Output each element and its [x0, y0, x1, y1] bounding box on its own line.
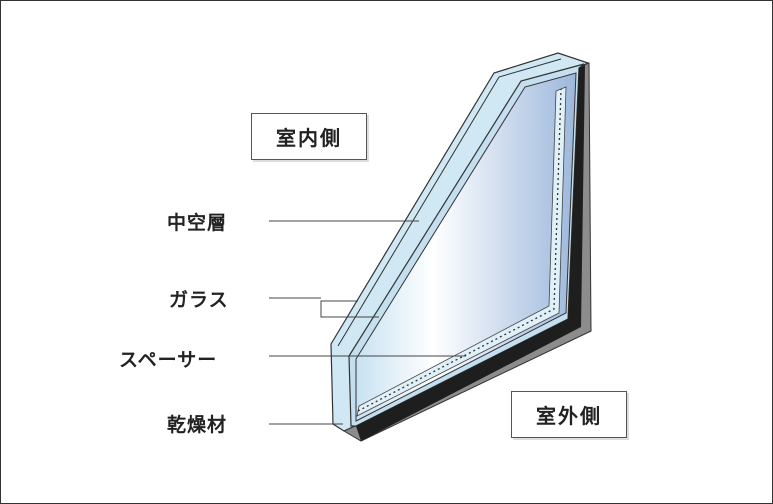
- spacer: [356, 86, 567, 417]
- air-layer-label: 中空層: [167, 212, 228, 234]
- indoor-label: 室内側: [251, 113, 367, 160]
- outdoor-label: 室外側: [511, 391, 627, 438]
- sealant: [356, 65, 585, 441]
- spacer-label: スペーサー: [119, 349, 218, 371]
- desiccant-label: 乾燥材: [167, 414, 228, 436]
- glass-face: [355, 72, 577, 422]
- glass-label: ガラス: [169, 289, 229, 311]
